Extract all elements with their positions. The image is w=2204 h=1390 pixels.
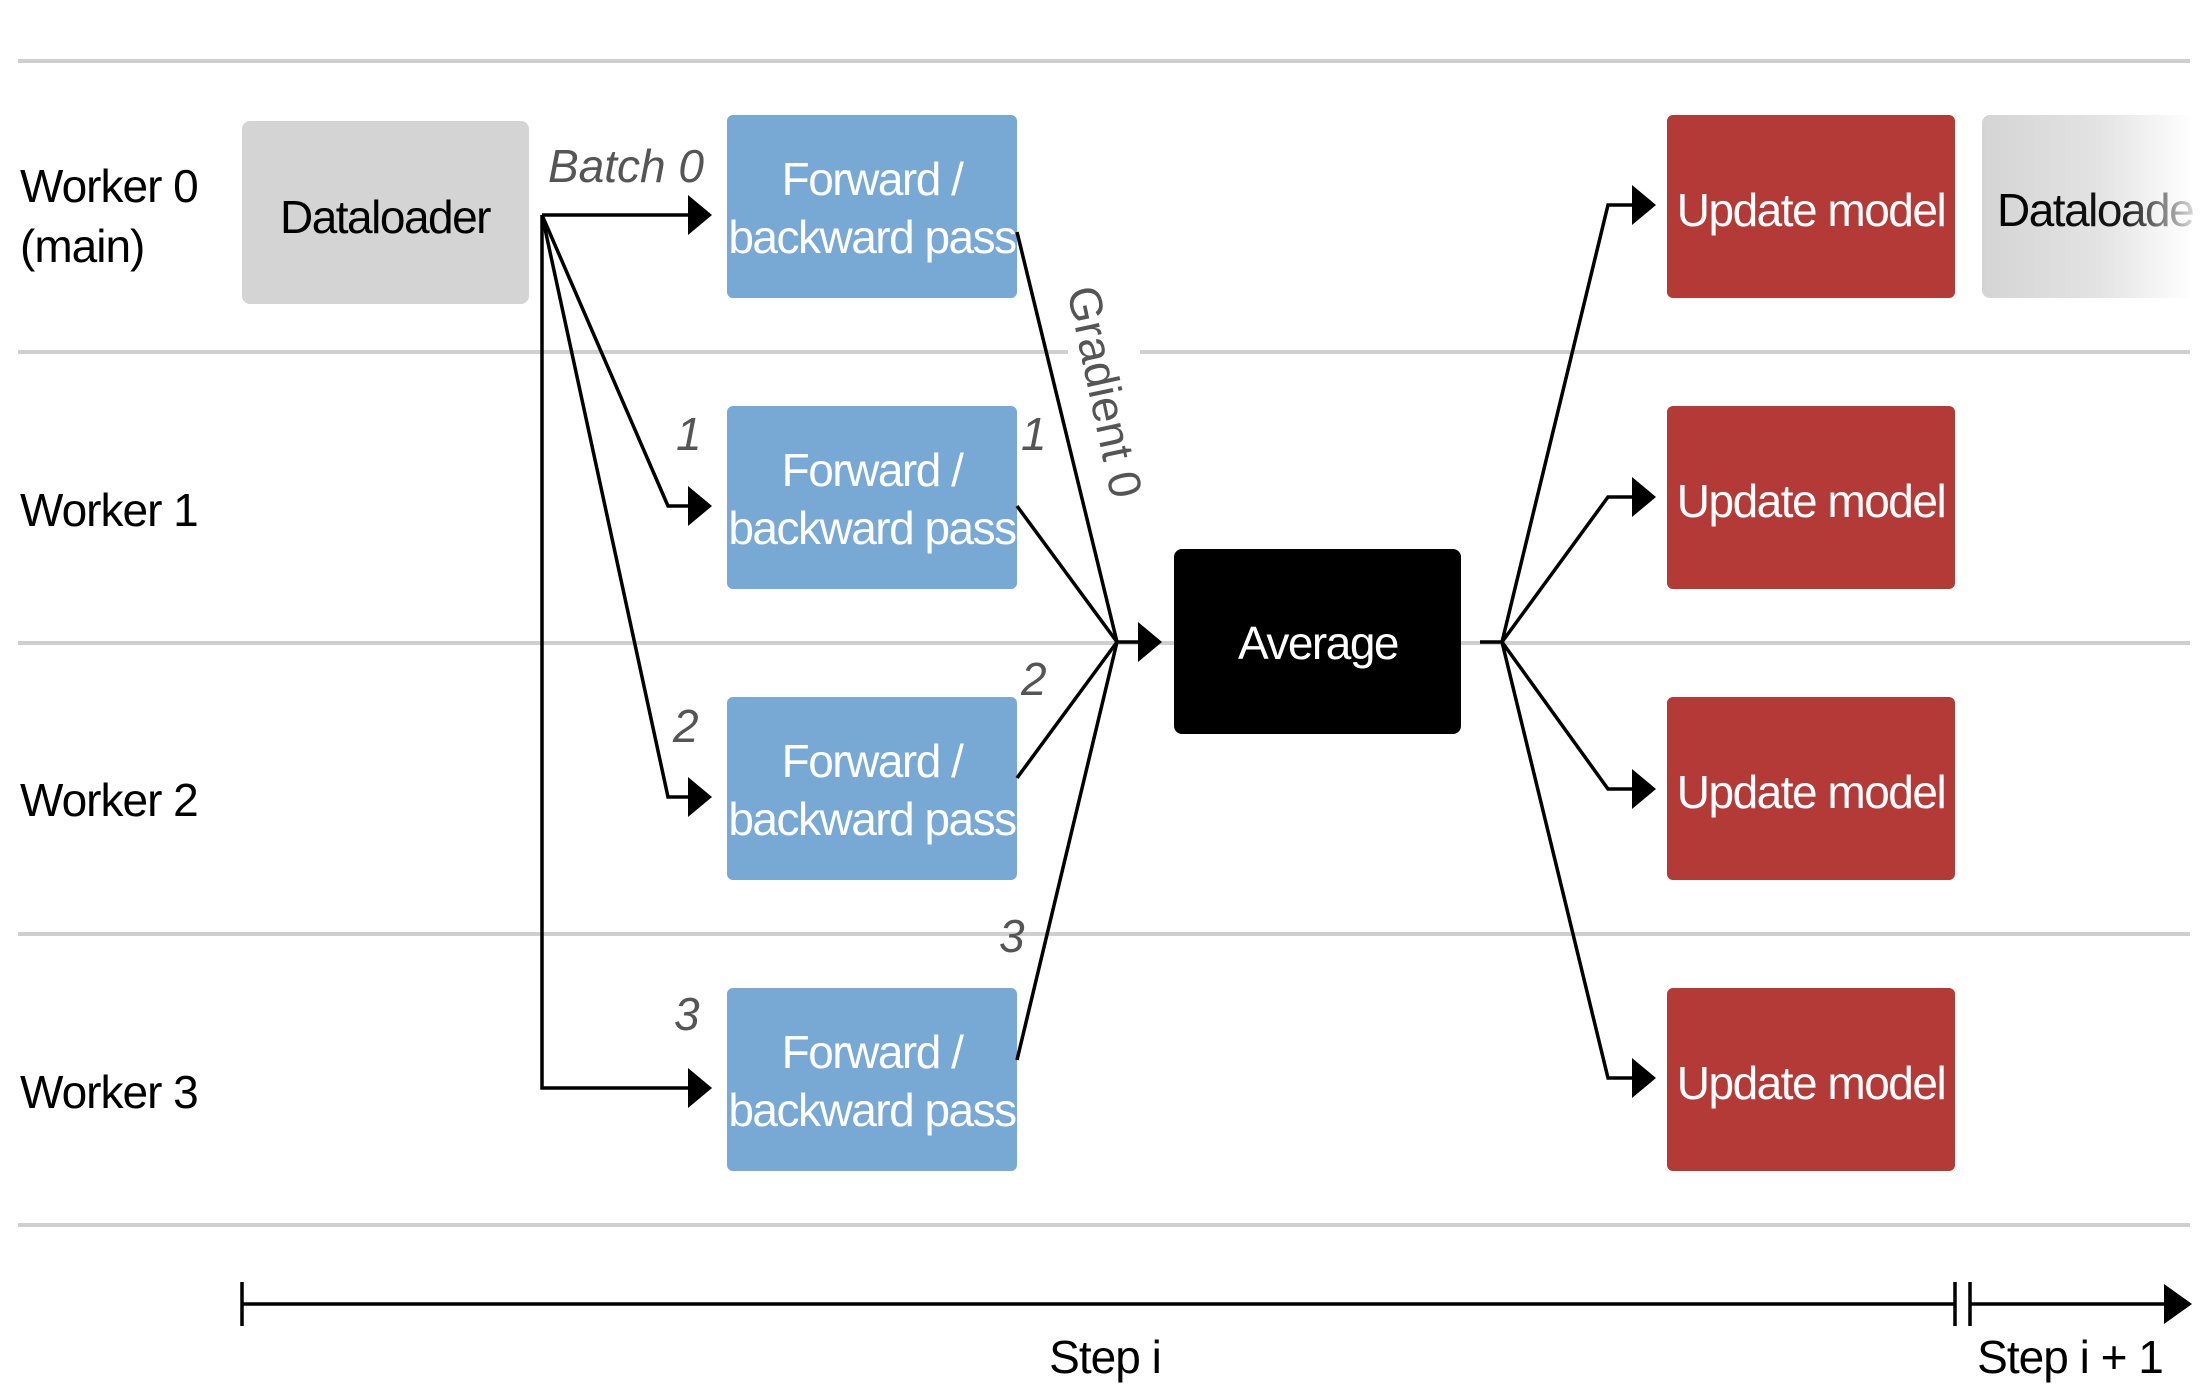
batch-1-arrow [540, 214, 692, 508]
dataloader-box [242, 121, 529, 304]
dataloader-label: Dataloader [280, 191, 491, 243]
next-dataloader-box [1982, 115, 2194, 298]
batch-1-arrowhead [688, 486, 712, 526]
average-box [1174, 549, 1461, 734]
update-0-arrow [1500, 203, 1636, 643]
batch-0-label: Batch 0 [548, 140, 704, 192]
next-dataloader-label: Dataloader [1997, 184, 2204, 236]
worker-3-label: Worker 3 [20, 1066, 198, 1118]
pass-label-worker-3-line1: Forward / [782, 1026, 964, 1078]
batch-1-label: 1 [676, 408, 702, 460]
pass-label-worker-0-line1: Forward / [782, 153, 964, 205]
gradient-2-line [1015, 640, 1119, 780]
pass-label-worker-2-line2: backward pass [728, 793, 1016, 845]
batch-2-arrow [540, 214, 692, 799]
update-3-arrow [1500, 641, 1636, 1080]
update-box-worker-3 [1667, 988, 1955, 1171]
pass-box-worker-0 [727, 115, 1017, 298]
update-1-arrowhead [1632, 477, 1656, 517]
batch-3-label: 3 [674, 988, 700, 1040]
pass-box-worker-2 [727, 697, 1017, 880]
update-box-worker-0 [1667, 115, 1955, 298]
batch-3-arrow [540, 215, 692, 1090]
worker-1-label: Worker 1 [20, 484, 198, 536]
gradient-3-label: 3 [999, 910, 1025, 962]
average-input-arrowhead [1138, 622, 1162, 662]
gradient-3-line [1015, 641, 1119, 1061]
batch-0-arrowhead [688, 195, 712, 235]
batch-3-arrowhead [688, 1068, 712, 1108]
gradient-0-line [1015, 231, 1119, 643]
update-0-arrowhead [1632, 185, 1656, 225]
worker-2-label: Worker 2 [20, 774, 198, 826]
update-label-worker-2: Update model [1677, 766, 1945, 818]
gradient-1-line [1015, 504, 1119, 644]
update-box-worker-2 [1667, 697, 1955, 880]
gradient-2-label: 2 [1020, 653, 1047, 705]
step-i-plus-1-label: Step i + 1 [1977, 1331, 2163, 1383]
gradient-0-label: Gradient 0 [1057, 281, 1153, 502]
pass-box-worker-3 [727, 988, 1017, 1171]
worker-0-main-label: (main) [20, 220, 144, 272]
step-i-label: Step i [1049, 1331, 1161, 1383]
update-box-worker-1 [1667, 406, 1955, 589]
update-label-worker-1: Update model [1677, 475, 1945, 527]
pass-label-worker-3-line2: backward pass [728, 1084, 1016, 1136]
pass-label-worker-1-line2: backward pass [728, 502, 1016, 554]
update-label-worker-3: Update model [1677, 1057, 1945, 1109]
update-label-worker-0: Update model [1677, 184, 1945, 236]
step-arrowhead [2164, 1284, 2192, 1324]
update-2-arrowhead [1632, 769, 1656, 809]
gradient-1-label: 1 [1021, 408, 1047, 460]
update-3-arrowhead [1632, 1058, 1656, 1098]
pass-label-worker-0-line2: backward pass [728, 211, 1016, 263]
update-2-arrow [1500, 640, 1636, 791]
batch-2-arrowhead [688, 777, 712, 817]
average-label: Average [1238, 617, 1398, 669]
batch-2-label: 2 [672, 700, 699, 752]
worker-0-label: Worker 0 [20, 160, 198, 212]
pass-label-worker-1-line1: Forward / [782, 444, 964, 496]
pass-box-worker-1 [727, 406, 1017, 589]
update-1-arrow [1500, 495, 1636, 644]
pass-label-worker-2-line1: Forward / [782, 735, 964, 787]
